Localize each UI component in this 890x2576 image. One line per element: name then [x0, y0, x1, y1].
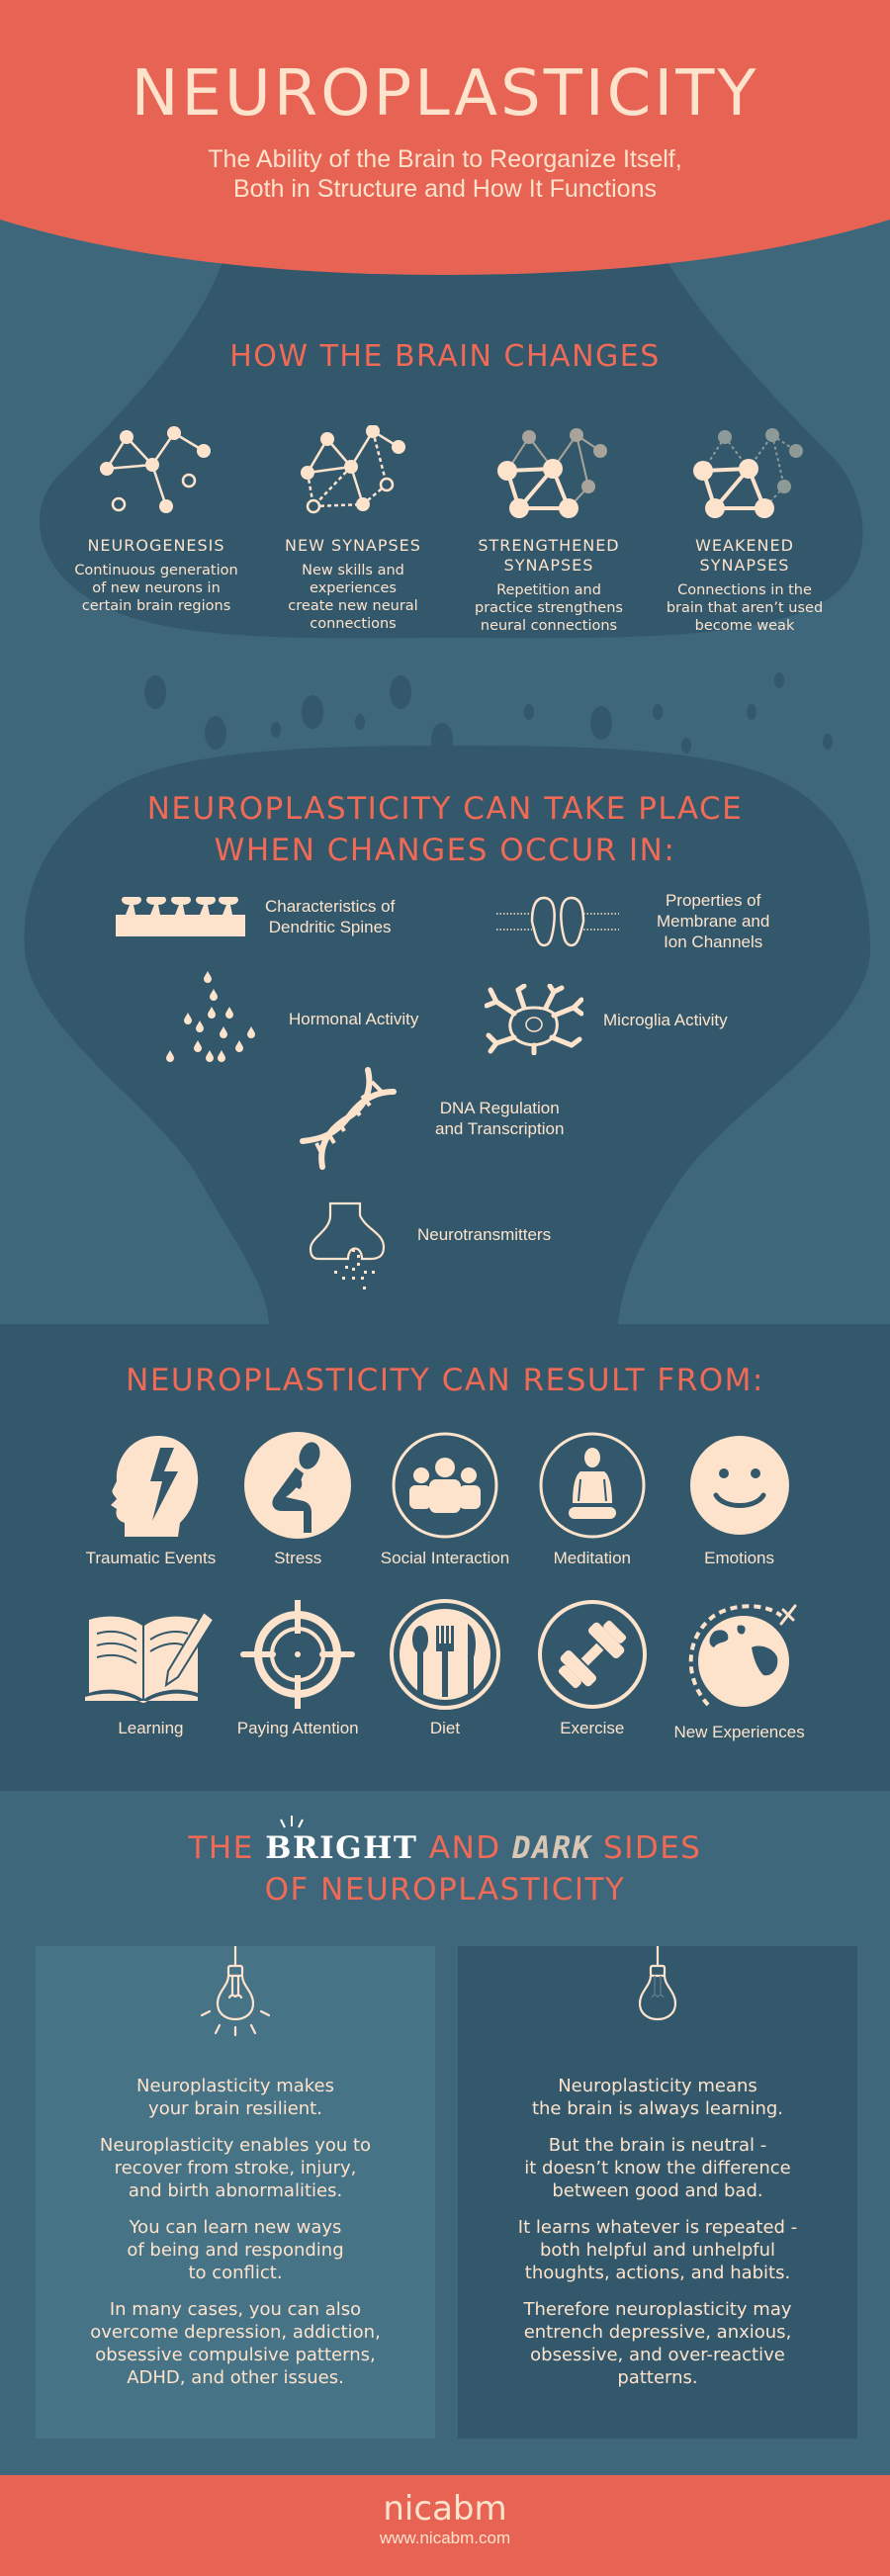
result-from-row-2: Learning Paying Attention [77, 1598, 813, 1742]
change-item-desc: Continuous generation of new neurons in … [74, 563, 238, 614]
result-item-label: Exercise [560, 1719, 625, 1737]
synapse-neurotransmitter-icon [309, 1201, 386, 1289]
result-item-traumatic-events: Traumatic Events [77, 1430, 224, 1568]
hormone-drops-icon [166, 971, 255, 1062]
result-item-label: Traumatic Events [85, 1549, 217, 1567]
change-item-desc: New skills and experiences create new ne… [288, 563, 418, 632]
section-title-result-from: NEUROPLASTICITY CAN RESULT FROM: [126, 1363, 764, 1398]
result-item-label: Diet [429, 1719, 461, 1737]
change-item-name: NEUROGENESIS [87, 536, 225, 555]
dark-paragraph: But the brain is neutral -it doesn’t kno… [524, 2135, 791, 2201]
dark-word: DARK [512, 1830, 592, 1866]
change-item-name: NEW SYNAPSES [285, 536, 421, 555]
change-item-desc: Repetition and practice strengthens neur… [475, 582, 623, 634]
change-item-new-synapses: NEW SYNAPSES New skills and experiences … [254, 424, 452, 633]
lightbulb-unlit-icon [638, 1944, 677, 2021]
subtitle-line: The Ability of the Brain to Reorganize I… [208, 145, 682, 173]
occur-item-ion-channels: Properties of Membrane and Ion Channels [492, 890, 769, 952]
result-item-meditation: Meditation [518, 1430, 666, 1568]
change-item-weakened-synapses: WEAKENED SYNAPSES Connections in the bra… [646, 425, 844, 635]
ion-channel-icon [496, 896, 619, 946]
bright-word: BRIGHT [265, 1816, 417, 1869]
occur-item-label: DNA Regulation and Transcription [435, 1099, 565, 1138]
stressed-person-icon [244, 1432, 352, 1539]
footer-url-link[interactable]: www.nicabm.com [379, 2529, 511, 2547]
book-pencil-icon [85, 1610, 216, 1703]
change-item-name: WEAKENED SYNAPSES [695, 536, 794, 575]
occur-item-label: Hormonal Activity [289, 1009, 419, 1028]
occur-item-neurotransmitters: Neurotransmitters [309, 1201, 551, 1300]
occur-item-dna-regulation: DNA Regulation and Transcription [299, 1066, 564, 1171]
section-title-bright-dark: THE BRIGHT AND DARK SIDES OF NEUROPLASTI… [0, 1816, 890, 1910]
occur-item-label: Microglia Activity [603, 1010, 728, 1029]
section-title-how-brain-changes: HOW THE BRAIN CHANGES [229, 339, 661, 374]
dendritic-spines-icon [116, 897, 245, 936]
change-item-strengthened-synapses: STRENGTHENED SYNAPSES Repetition and pra… [450, 425, 648, 635]
neuron-network-icon [100, 426, 211, 513]
change-item-name: STRENGTHENED SYNAPSES [478, 536, 620, 575]
occur-item-label: Neurotransmitters [417, 1224, 552, 1244]
result-item-label: Learning [118, 1719, 184, 1737]
result-item-paying-attention: Paying Attention [224, 1598, 372, 1742]
occur-item-microglia-activity: Microglia Activity [485, 984, 728, 1055]
dna-icon [300, 1067, 397, 1170]
weakened-synapses-icon [693, 428, 803, 518]
result-item-social-interaction: Social Interaction [372, 1430, 519, 1568]
result-item-stress: Stress [224, 1430, 372, 1568]
occur-item-label: Properties of Membrane and Ion Channels [657, 891, 770, 951]
result-item-new-experiences: New Experiences [666, 1598, 813, 1742]
smiley-face-icon [689, 1436, 789, 1535]
microglia-icon [485, 984, 583, 1055]
result-item-exercise: Exercise [518, 1598, 666, 1742]
result-item-learning: Learning [77, 1598, 224, 1742]
page-title: NEUROPLASTICITY [131, 57, 759, 131]
result-item-label: New Experiences [673, 1723, 805, 1741]
result-item-label: Paying Attention [236, 1719, 359, 1737]
footer: nicabm www.nicabm.com [0, 2475, 890, 2576]
section-title-changes-occur-in: NEUROPLASTICITY CAN TAKE PLACE WHEN CHAN… [146, 791, 744, 868]
result-item-diet: Diet [372, 1598, 519, 1742]
new-synapses-icon [301, 424, 405, 514]
crosshair-target-icon [240, 1600, 356, 1709]
result-from-row-1: Traumatic Events Stress [77, 1430, 813, 1568]
change-item-neurogenesis: NEUROGENESIS Continuous generation of ne… [57, 425, 255, 615]
dark-paragraph: It learns whatever is repeated -both hel… [517, 2217, 798, 2283]
result-item-label: Stress [274, 1549, 322, 1567]
subtitle-line: Both in Structure and How It Functions [233, 175, 657, 203]
result-item-label: Social Interaction [380, 1549, 510, 1567]
occur-item-label: Characteristics of Dendritic Spines [265, 897, 396, 936]
group-people-icon [392, 1432, 498, 1539]
bright-dark-title-line1: THE BRIGHT AND DARK SIDES [0, 1816, 890, 1869]
page-subtitle: The Ability of the Brain to Reorganize I… [0, 144, 890, 204]
meditation-icon [539, 1432, 646, 1539]
globe-airplane-icon [688, 1604, 797, 1707]
lightbulb-lit-icon [200, 1944, 271, 2037]
dumbbell-icon [537, 1600, 647, 1709]
strengthened-synapses-icon [497, 428, 607, 518]
occur-item-hormonal-activity: Hormonal Activity [158, 969, 418, 1068]
occur-item-dendritic-spines: Characteristics of Dendritic Spines [114, 895, 395, 938]
result-item-label: Meditation [553, 1549, 631, 1567]
bright-dark-title-line2: OF NEUROPLASTICITY [264, 1872, 626, 1908]
fork-spoon-knife-icon [389, 1599, 500, 1710]
result-item-emotions: Emotions [666, 1430, 813, 1568]
change-item-desc: Connections in the brain that aren’t use… [666, 582, 824, 634]
sparkle-icon [280, 1816, 305, 1828]
head-lightning-icon [111, 1436, 199, 1537]
footer-brand: nicabm [383, 2489, 507, 2529]
result-item-label: Emotions [704, 1549, 775, 1567]
